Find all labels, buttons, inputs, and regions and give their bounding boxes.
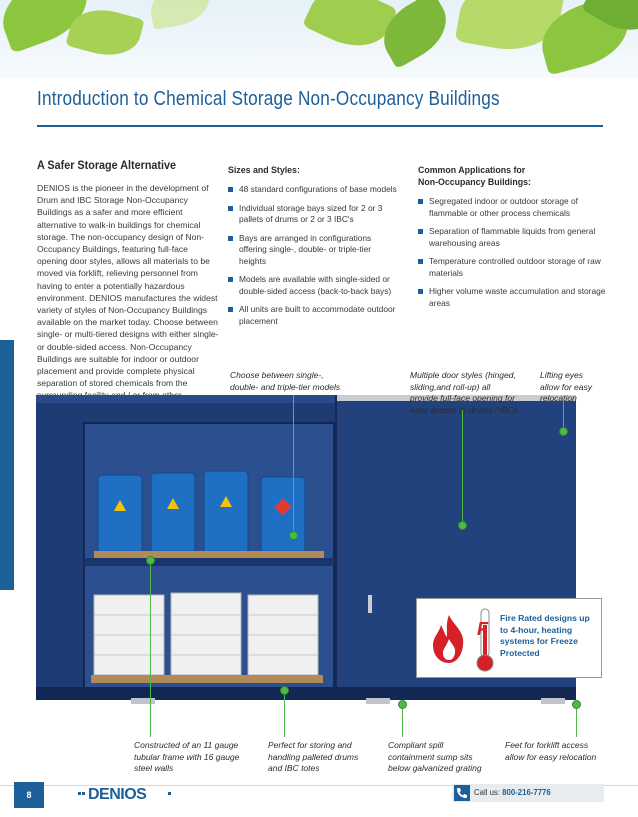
thermometer-icon <box>476 608 494 672</box>
fire-rated-box: F Fire Rated designs up to 4-hour, heati… <box>416 598 602 678</box>
list-item: All units are built to accommodate outdo… <box>228 304 398 327</box>
marker-dot-lifting <box>559 427 568 436</box>
marker-dot-frame <box>146 556 155 565</box>
fire-badge-letter: F <box>477 619 488 639</box>
call-us-text: Call us: 800-216-7776 <box>474 788 551 797</box>
applications-heading-line2: Non-Occupancy Buildings: <box>418 177 531 187</box>
callout-lifting: Lifting eyes allow for easy relocation <box>540 370 592 403</box>
list-item: Models are available with single-sided o… <box>228 274 398 297</box>
list-item: Temperature controlled outdoor storage o… <box>418 256 608 279</box>
leader-line-frame <box>150 565 151 737</box>
footer-rule <box>0 785 638 786</box>
callout-frame: Constructed of an 11 gauge tubular frame… <box>134 740 240 773</box>
denios-logo-mark <box>78 792 171 795</box>
marker-dot-tiers <box>289 531 298 540</box>
callout-pallets: Perfect for storing and handling pallete… <box>268 740 359 773</box>
side-tab-accent <box>0 340 14 590</box>
fire-rated-text: Fire Rated designs up to 4-hour, heating… <box>500 613 590 658</box>
denios-logo: DENIOS <box>88 786 147 803</box>
phone-number[interactable]: 800-216-7776 <box>502 788 551 797</box>
applications-list: Segregated indoor or outdoor storage of … <box>418 196 608 309</box>
leader-line-tiers <box>293 395 294 535</box>
intro-body: DENIOS is the pioneer in the development… <box>37 183 219 413</box>
leader-line-pallets <box>284 695 285 737</box>
marker-dot-feet <box>572 700 581 709</box>
leader-line-sump <box>402 709 403 737</box>
applications-column: Common Applications for Non-Occupancy Bu… <box>418 164 608 316</box>
list-item: 48 standard configurations of base model… <box>228 184 398 196</box>
sizes-column: Sizes and Styles: 48 standard configurat… <box>228 164 398 334</box>
sizes-heading: Sizes and Styles: <box>228 165 300 175</box>
call-us-box <box>452 784 604 802</box>
sizes-list: 48 standard configurations of base model… <box>228 184 398 327</box>
list-item: Segregated indoor or outdoor storage of … <box>418 196 608 219</box>
title-rule <box>37 125 603 127</box>
applications-heading-line1: Common Applications for <box>418 165 526 175</box>
callout-tiers: Choose between single-, double- and trip… <box>230 370 341 392</box>
marker-dot-pallets <box>280 686 289 695</box>
flame-icon <box>433 615 464 663</box>
page-title: Introduction to Chemical Storage Non-Occ… <box>37 88 500 110</box>
list-item: Bays are arranged in configurations offe… <box>228 233 398 268</box>
call-label: Call us: <box>474 788 500 797</box>
header-banner-image <box>0 0 638 78</box>
marker-dot-doors <box>458 521 467 530</box>
phone-icon <box>454 785 470 801</box>
page-number: 8 <box>14 782 44 808</box>
leader-line-lifting <box>563 400 564 430</box>
applications-heading: Common Applications for Non-Occupancy Bu… <box>418 164 608 188</box>
marker-dot-sump <box>398 700 407 709</box>
callout-sump: Compliant spill containment sump sits be… <box>388 740 482 773</box>
leader-line-feet <box>576 709 577 737</box>
list-item: Higher volume waste accumulation and sto… <box>418 286 608 309</box>
callout-feet: Feet for forklift access allow for easy … <box>505 740 597 762</box>
list-item: Individual storage bays sized for 2 or 3… <box>228 203 398 226</box>
leader-line-doors <box>462 410 463 525</box>
list-item: Separation of flammable liquids from gen… <box>418 226 608 249</box>
callout-doors: Multiple door styles (hinged, sliding,an… <box>410 370 518 415</box>
intro-column: A Safer Storage Alternative DENIOS is th… <box>37 158 219 414</box>
intro-heading: A Safer Storage Alternative <box>37 158 177 172</box>
